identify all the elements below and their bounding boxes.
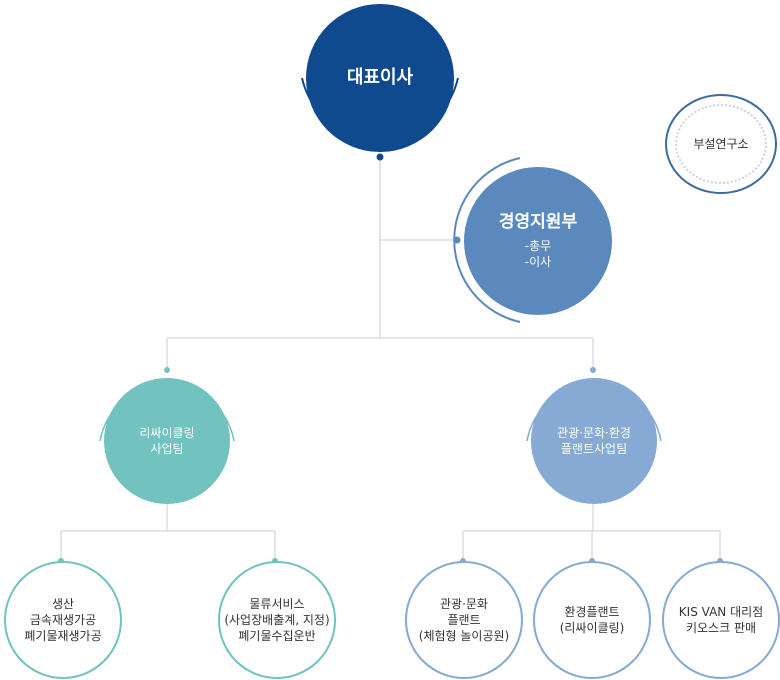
tourism-team-line: 플랜트사업팀 (560, 442, 628, 456)
ceo-title: 대표이사 (346, 66, 414, 88)
ceo-dot (376, 153, 384, 161)
leaf-production: 생산 금속재생가공 폐기물재생가공 (4, 561, 122, 679)
leaf-line: 환경플랜트 (564, 604, 620, 619)
management-item: -이사 (524, 255, 552, 270)
tourism-team-node: 관광·문화·환경 플랜트사업팀 (531, 378, 657, 504)
research-title: 부설연구소 (693, 136, 749, 151)
tourism-team-line: 관광·문화·환경 (557, 425, 631, 440)
research-dotted-ring (675, 104, 767, 184)
leaf-environment-plant: 환경플랜트 (리싸이클링) (533, 561, 651, 679)
leaf-line: 플랜트 (447, 612, 481, 627)
recycling-team-node: 리싸이클링 사업팀 (104, 378, 230, 504)
leaf-line: KIS VAN 대리점 (678, 604, 764, 619)
ceo-node: 대표이사 (306, 4, 454, 152)
leaf-line: 관광·문화 (440, 596, 488, 611)
tourism-dot (590, 367, 596, 373)
leaf-line: 폐기물재생가공 (24, 629, 102, 644)
leaf-line: (체험형 놀이공원) (418, 629, 510, 644)
leaf-line: 금속재생가공 (29, 612, 97, 627)
leaf-logistics: 물류서비스 (사업장배출계, 지정) 폐기물수집운반 (218, 561, 336, 679)
leaf-line: 키오스크 판매 (685, 621, 757, 635)
management-dot (453, 236, 461, 244)
leaf-line: (사업장배출계, 지정) (224, 612, 330, 627)
leaf-line: 폐기물수집운반 (238, 629, 316, 644)
recycling-team-line: 사업팀 (150, 442, 184, 456)
leaf-tourism-plant: 관광·문화 플랜트 (체험형 놀이공원) (405, 561, 523, 679)
leaf-kiosk: KIS VAN 대리점 키오스크 판매 (662, 561, 780, 679)
leaf-line: (리싸이클링) (559, 621, 625, 635)
leaf-line: 생산 (51, 596, 75, 611)
recycling-dot (164, 367, 170, 373)
leaf-line: 물류서비스 (249, 596, 305, 611)
management-node: 경영지원부 -총무 -이사 (464, 167, 612, 315)
management-item: -총무 (524, 239, 552, 254)
research-node: 부설연구소 (665, 94, 777, 194)
management-title: 경영지원부 (498, 212, 578, 233)
recycling-team-line: 리싸이클링 (139, 425, 195, 440)
